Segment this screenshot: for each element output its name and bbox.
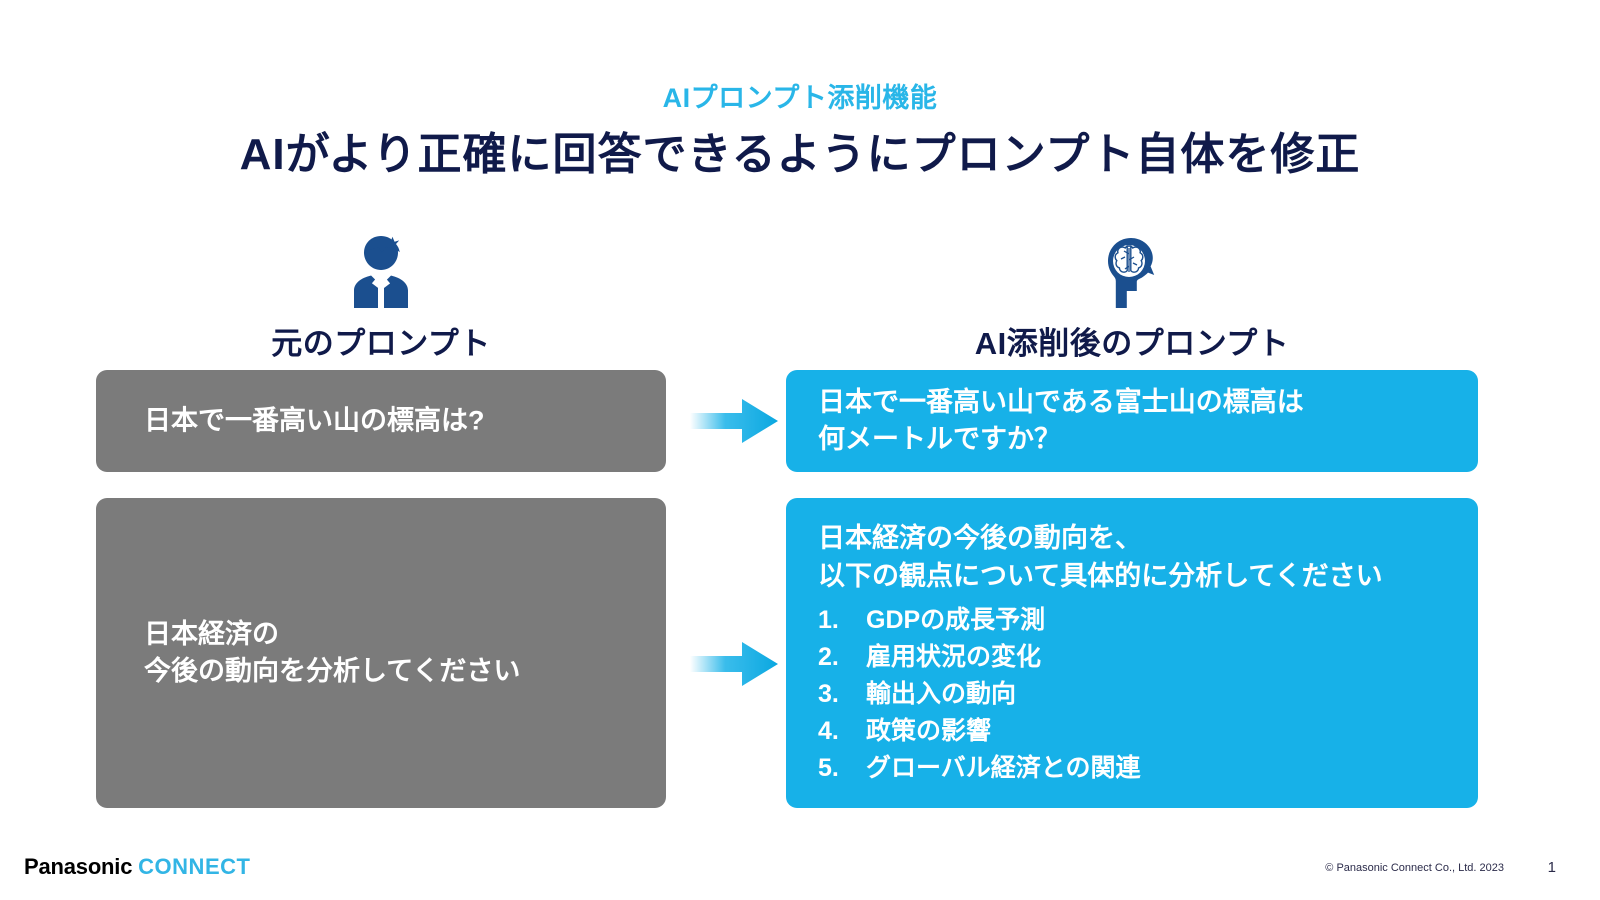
page-title: AIがより正確に回答できるようにプロンプト自体を修正 <box>239 130 1361 179</box>
arrow-right-icon <box>690 395 778 447</box>
revised-prompt-text-1: 日本で一番高い山である富士山の標高は 何メートルですか？ <box>818 386 1304 454</box>
original-prompt-text-1: 日本で一番高い山の標高は? <box>144 405 485 436</box>
list-item-label: グローバル経済との関連 <box>866 754 1141 782</box>
revised-prompt-box-2: 日本経済の今後の動向を、 以下の観点について具体的に分析してください 1. GD… <box>786 498 1478 808</box>
list-item-label: GDPの成長予測 <box>866 606 1046 634</box>
column-header-revised: AI添削後のプロンプト <box>786 228 1478 363</box>
original-prompt-text-2: 日本経済の 今後の動向を分析してください <box>144 618 521 686</box>
list-item: 4. 政策の影響 <box>818 719 1141 756</box>
list-item-label: 政策の影響 <box>866 717 992 745</box>
head-with-brain-icon <box>786 228 1478 310</box>
revised-prompt-box-1: 日本で一番高い山である富士山の標高は 何メートルですか？ <box>786 370 1478 472</box>
list-item-number: 5. <box>818 754 839 782</box>
list-item: 5. グローバル経済との関連 <box>818 756 1141 793</box>
list-item-label: 輸出入の動向 <box>866 680 1017 708</box>
column-header-revised-label: AI添削後のプロンプト <box>974 326 1290 361</box>
revised-prompt-heading-2: 日本経済の今後の動向を、 以下の観点について具体的に分析してください <box>818 523 1383 592</box>
logo-panasonic-word: Panasonic <box>24 854 133 879</box>
logo-connect-word: CONNECT <box>138 854 251 879</box>
person-businessman-icon <box>96 228 666 310</box>
list-item: 1. GDPの成長予測 <box>818 608 1141 645</box>
copyright-notice: © Panasonic Connect Co., Ltd. 2023 <box>1325 862 1504 874</box>
list-item-number: 3. <box>818 680 839 708</box>
revised-prompt-list: 1. GDPの成長予測 2. 雇用状況の変化 3. 輸出入の動向 4. 政策の影… <box>818 608 1141 793</box>
list-item-number: 1. <box>818 606 839 634</box>
list-item-number: 4. <box>818 717 839 745</box>
slide-eyebrow: AIプロンプト添削機能 <box>662 83 938 113</box>
list-item-number: 2. <box>818 643 839 671</box>
arrow-right-icon <box>690 638 778 690</box>
original-prompt-box-2: 日本経済の 今後の動向を分析してください <box>96 498 666 808</box>
list-item: 3. 輸出入の動向 <box>818 682 1141 719</box>
column-header-original-label: 元のプロンプト <box>271 326 491 361</box>
panasonic-connect-logo: Panasonic CONNECT <box>24 854 250 880</box>
column-header-original: 元のプロンプト <box>96 228 666 363</box>
original-prompt-box-1: 日本で一番高い山の標高は? <box>96 370 666 472</box>
list-item: 2. 雇用状況の変化 <box>818 645 1141 682</box>
list-item-label: 雇用状況の変化 <box>866 643 1042 671</box>
page-number: 1 <box>1547 859 1556 876</box>
